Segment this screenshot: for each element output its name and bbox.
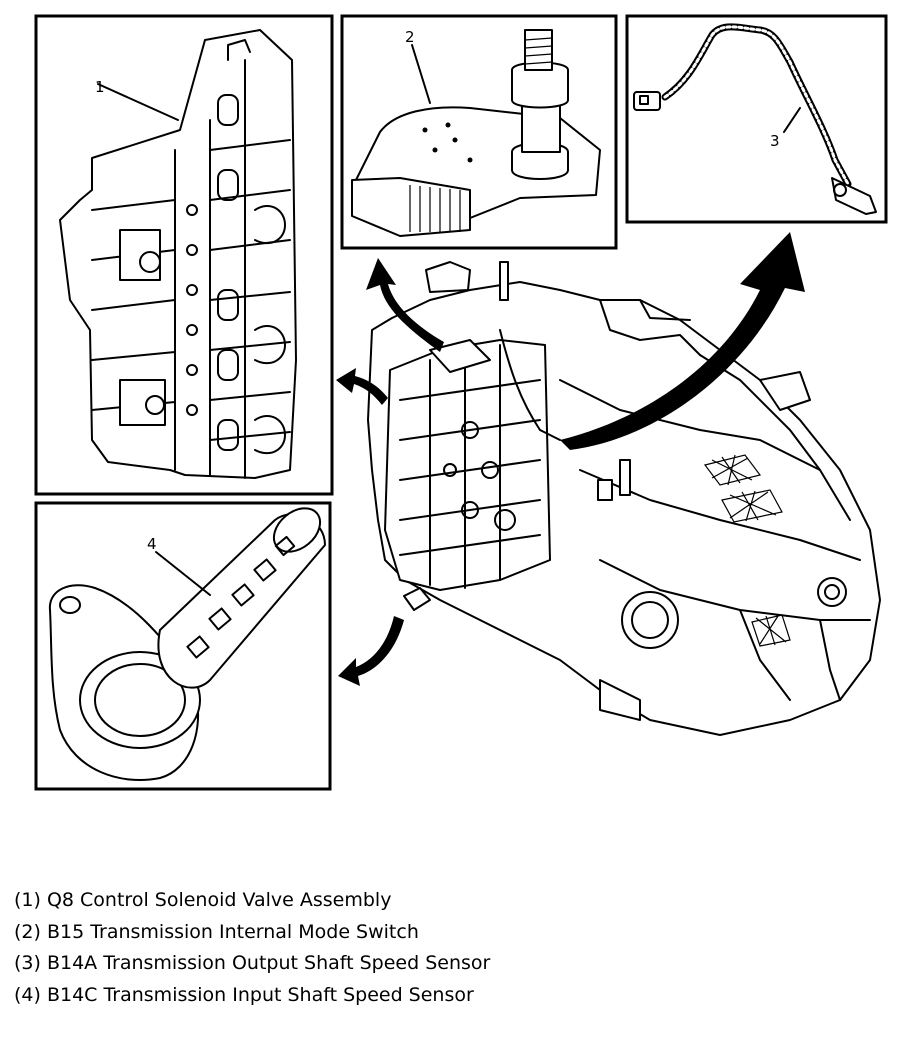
- component-legend: (1) Q8 Control Solenoid Valve Assembly (…: [14, 885, 894, 1011]
- transmission-assembly-illustration: [367, 261, 881, 736]
- arrow-to-output-shaft-speed-sensor: [560, 232, 805, 450]
- callout-3: 3: [770, 132, 780, 150]
- callout-1: 1: [95, 78, 105, 96]
- panel-internal-mode-switch: 2: [340, 14, 618, 250]
- transmission-component-diagram: 1 2 3: [34, 14, 888, 791]
- callout-4: 4: [147, 535, 157, 553]
- panel-output-shaft-speed-sensor: 3: [625, 14, 888, 224]
- callout-2: 2: [405, 28, 415, 46]
- legend-item-input-shaft-speed-sensor: (4) B14C Transmission Input Shaft Speed …: [14, 983, 474, 1006]
- legend-item-internal-mode-switch: (2) B15 Transmission Internal Mode Switc…: [14, 920, 419, 943]
- panel-input-shaft-speed-sensor: 4: [34, 501, 332, 791]
- arrow-to-valve-assembly: [336, 368, 388, 405]
- legend-item-control-solenoid-valve: (1) Q8 Control Solenoid Valve Assembly: [14, 889, 392, 911]
- legend-item-output-shaft-speed-sensor: (3) B14A Transmission Output Shaft Speed…: [14, 952, 491, 974]
- arrow-to-mode-switch: [366, 258, 444, 352]
- arrow-to-input-shaft-speed-sensor: [338, 616, 404, 686]
- panel-control-solenoid-valve-assembly: 1: [34, 14, 334, 496]
